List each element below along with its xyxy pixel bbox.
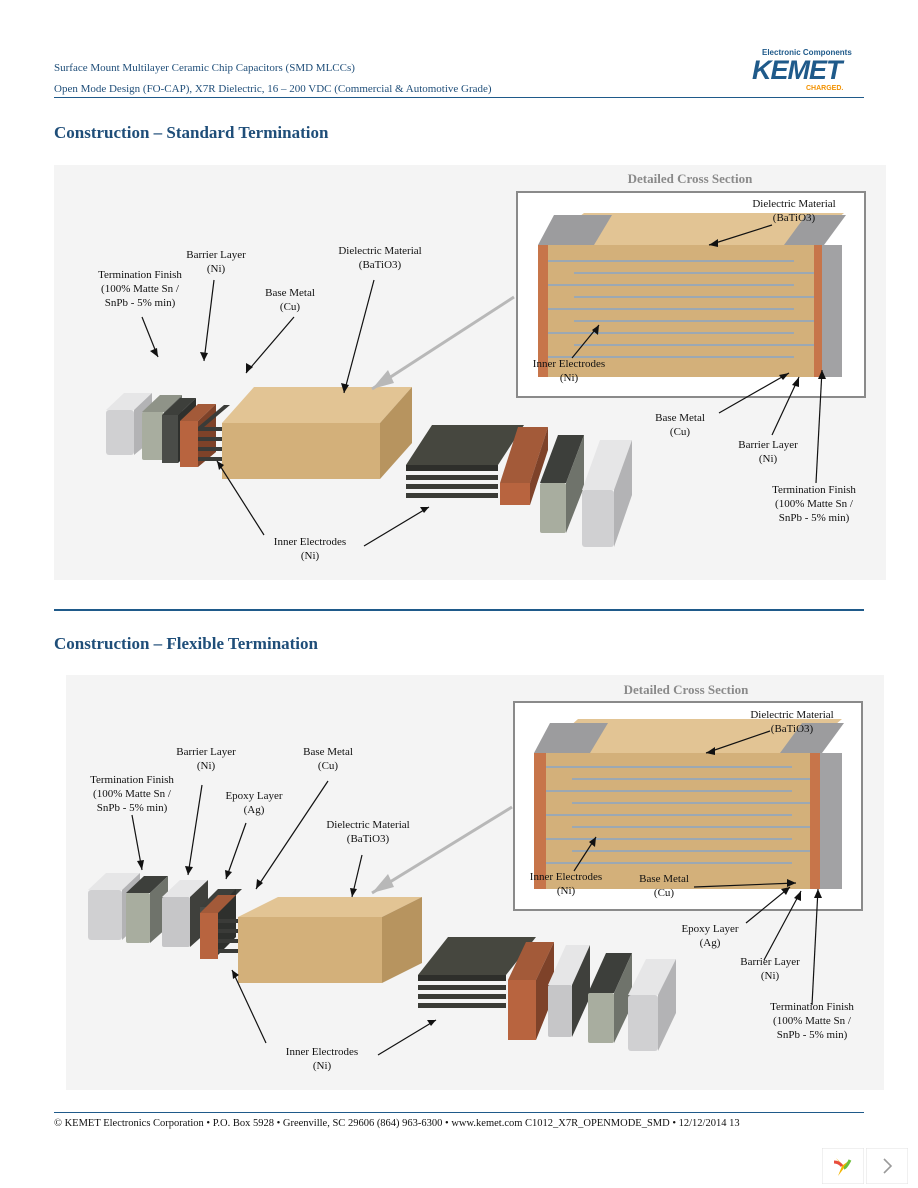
header-rule	[54, 97, 864, 98]
ceramic-body	[238, 897, 422, 983]
cross-section-title-standard: Detailed Cross Section	[627, 171, 753, 186]
inner-electrodes-left	[218, 919, 242, 953]
label-base-metal: Base Metal (Cu)	[265, 287, 315, 313]
label-cs-termination-finish: Termination Finish (100% Matte Sn / SnPb…	[772, 484, 856, 524]
right-electrode-stack	[418, 937, 536, 1008]
right-electrode-stack	[406, 425, 524, 498]
footer-rule	[54, 1112, 864, 1113]
logo-charged: CHARGED.	[806, 85, 844, 92]
header-line-1: Surface Mount Multilayer Ceramic Chip Ca…	[54, 62, 355, 74]
section-title-flexible: Construction – Flexible Termination	[54, 634, 318, 653]
label-cs-inner-electrodes: Inner Electrodes (Ni)	[532, 358, 606, 384]
standard-termination-diagram	[54, 165, 886, 580]
label-cs-base-metal: Base Metal (Cu)	[655, 412, 705, 438]
section-title-standard: Construction – Standard Termination	[54, 123, 329, 142]
footer-text: © KEMET Electronics Corporation • P.O. B…	[54, 1118, 740, 1129]
cross-section-arrow	[371, 805, 513, 895]
cross-section-chip	[534, 719, 844, 889]
label-dielectric-material: Dielectric Material (BaTiO3)	[326, 819, 410, 845]
inner-electrodes-left	[198, 405, 230, 461]
left-termination-stack	[88, 873, 242, 959]
section-divider	[54, 609, 864, 611]
header-line-2: Open Mode Design (FO-CAP), X7R Dielectri…	[54, 83, 492, 95]
label-cs-dielectric: Dielectric Material (BaTiO3)	[752, 198, 836, 224]
label-termination-finish: Termination Finish (100% Matte Sn / SnPb…	[98, 269, 182, 309]
label-termination-finish: Termination Finish (100% Matte Sn / SnPb…	[90, 774, 174, 814]
cross-section-chip	[538, 213, 846, 377]
kemet-logo: Electronic Components KEMET CHARGED.	[750, 48, 865, 98]
left-termination-stack	[106, 393, 216, 467]
cross-section-arrow	[371, 295, 515, 391]
right-termination-stack	[500, 427, 632, 547]
label-cs-dielectric: Dielectric Material (BaTiO3)	[750, 709, 834, 735]
leader-lines	[131, 730, 819, 1056]
label-cs-base-metal: Base Metal (Cu)	[639, 873, 689, 899]
app-logo-icon[interactable]	[822, 1148, 864, 1184]
next-page-icon[interactable]	[866, 1148, 908, 1184]
label-cs-barrier-layer: Barrier Layer (Ni)	[740, 956, 800, 982]
arrow-heads	[137, 747, 822, 1026]
label-barrier-layer: Barrier Layer (Ni)	[176, 746, 236, 772]
label-dielectric-material: Dielectric Material (BaTiO3)	[338, 245, 422, 271]
label-cs-termination-finish: Termination Finish (100% Matte Sn / SnPb…	[770, 1001, 854, 1041]
label-inner-electrodes: Inner Electrodes (Ni)	[285, 1046, 359, 1072]
label-cs-barrier-layer: Barrier Layer (Ni)	[738, 439, 798, 465]
ceramic-body	[222, 387, 412, 479]
logo-name: KEMET	[752, 55, 842, 85]
cross-section-title-flexible: Detailed Cross Section	[623, 682, 749, 697]
leader-lines	[141, 224, 823, 547]
label-inner-electrodes: Inner Electrodes (Ni)	[273, 536, 347, 562]
flexible-termination-diagram	[66, 675, 884, 1090]
label-barrier-layer: Barrier Layer (Ni)	[186, 249, 246, 275]
label-epoxy-layer: Epoxy Layer (Ag)	[225, 790, 283, 816]
label-cs-inner-electrodes: Inner Electrodes (Ni)	[529, 871, 603, 897]
label-cs-epoxy-layer: Epoxy Layer (Ag)	[681, 923, 739, 949]
logo-tagline: Electronic Components	[762, 48, 852, 57]
right-termination-stack	[508, 942, 676, 1051]
label-base-metal: Base Metal (Cu)	[303, 746, 353, 772]
arrow-heads	[150, 239, 826, 513]
